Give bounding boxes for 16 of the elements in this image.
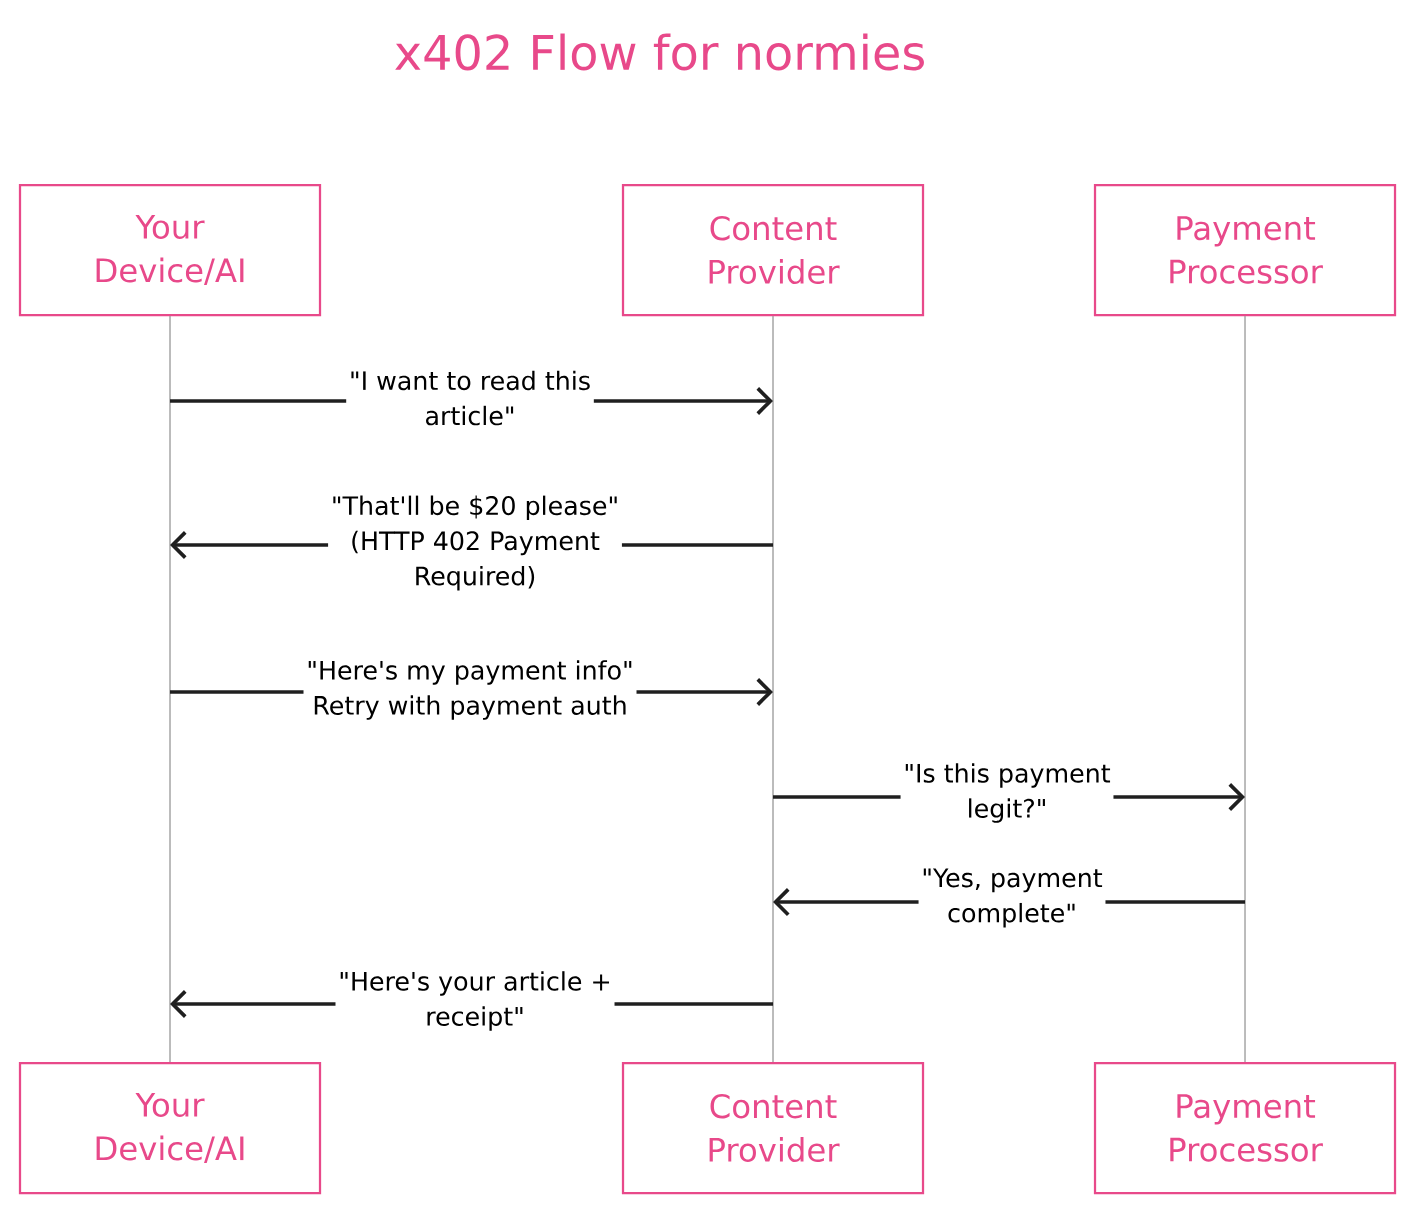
participant-box: Payment Processor: [1093, 183, 1397, 317]
lifeline: [169, 315, 171, 1063]
edge-label: "Yes, payment complete": [918, 865, 1106, 931]
edge-label: "Here's my payment info" Retry with payment auth: [303, 657, 637, 723]
title: x402 Flow for normies: [395, 33, 924, 71]
participant-box: Content Provider: [621, 183, 925, 317]
edge-label: "Here's your article + receipt": [335, 968, 615, 1034]
lifeline: [772, 315, 774, 1063]
participant-box: Your Device/AI: [18, 183, 322, 317]
edge-label: "Is this payment legit?": [900, 760, 1114, 826]
edge-label: "I want to read this article": [346, 367, 594, 429]
participant-box: Content Provider: [621, 1061, 925, 1195]
participant-box: Payment Processor: [1093, 1061, 1397, 1195]
participant-box: Your Device/AI: [18, 1061, 322, 1195]
edge-label: "That'll be $20 please" (HTTP 402 Payment Required): [328, 492, 622, 594]
lifeline: [1244, 315, 1246, 1063]
